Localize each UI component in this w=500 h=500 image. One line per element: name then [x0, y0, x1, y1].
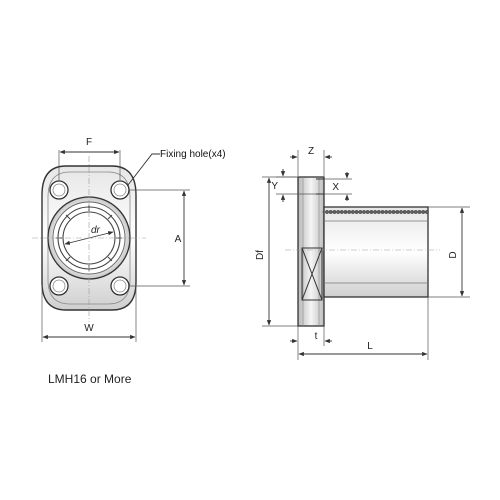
front-view: dr F A W Fixing hole(x4): [32, 137, 226, 342]
fixing-hole-bottom-left: [49, 276, 69, 296]
fixing-hole-top-right: [110, 180, 130, 200]
dim-W-label: W: [84, 323, 94, 334]
dim-A-label: A: [175, 234, 182, 245]
side-body: [323, 206, 429, 298]
dim-D-label: D: [448, 251, 459, 258]
dim-t-label: t: [315, 331, 318, 342]
side-view: Z Y X Df D t L: [255, 146, 470, 360]
fixing-hole-top-left: [49, 180, 69, 200]
dim-X-label: X: [332, 182, 339, 193]
dim-F-label: F: [86, 137, 92, 148]
fixing-hole-callout: Fixing hole(x4): [160, 149, 226, 160]
dim-L-label: L: [367, 341, 373, 352]
dim-dr-label: dr: [91, 225, 101, 236]
dim-Z-label: Z: [308, 146, 314, 157]
model-caption: LMH16 or More: [48, 372, 132, 386]
section-cross: [301, 247, 323, 301]
dim-Df-label: Df: [255, 250, 266, 260]
dim-Y-label: Y: [271, 181, 278, 192]
fixing-hole-bottom-right: [110, 276, 130, 296]
callout-leader: [127, 153, 160, 186]
